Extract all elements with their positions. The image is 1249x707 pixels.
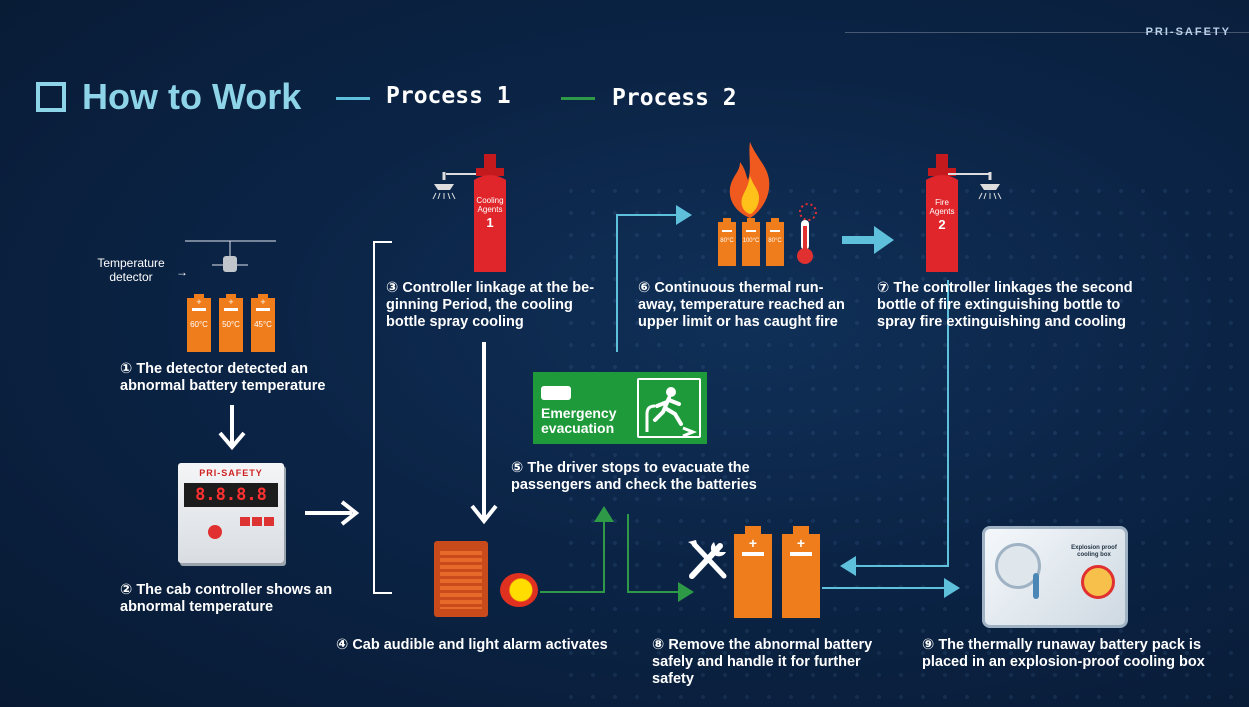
battery-icon: +	[734, 526, 772, 618]
controller-button	[252, 517, 262, 526]
battery-icon: +	[782, 526, 820, 618]
arrow-step6-to-step7	[842, 226, 894, 254]
battery-icon: +	[187, 294, 211, 352]
cooling-agent-bottle-icon	[446, 154, 506, 272]
svg-text:+: +	[228, 297, 233, 307]
battery-icon: +	[251, 294, 275, 352]
sprinkler-icon	[432, 172, 456, 200]
controller-button	[240, 517, 250, 526]
no-fire-icon	[1081, 565, 1115, 599]
page-title: How to Work	[82, 76, 302, 117]
detector-battery-group: + + + 60°C 50°C 45°C	[187, 294, 277, 357]
legend-line-process-2	[561, 97, 595, 100]
legend-label-process-2: Process 2	[612, 85, 737, 111]
legend-line-process-1	[336, 97, 370, 100]
battery-icon: +	[219, 294, 243, 352]
battery-icon	[766, 218, 784, 266]
sprinkler-icon	[978, 172, 1002, 200]
arrow-step1-to-step2	[218, 405, 246, 451]
controller-button	[264, 517, 274, 526]
tools-icon	[688, 540, 727, 579]
fire-agent-bottle-icon	[926, 154, 990, 272]
top-divider-line	[845, 32, 1249, 33]
arrow-step3-to-step4	[470, 342, 498, 525]
box-handle-icon	[1033, 573, 1039, 599]
explosion-proof-cooling-box: Explosion proof cooling box	[982, 526, 1128, 628]
process-1-line-to-step8	[840, 280, 949, 576]
controller-red-button	[208, 525, 222, 539]
step-6-caption: ⑥ Continuous thermal run- away, temperat…	[638, 280, 845, 330]
svg-text:+: +	[749, 535, 757, 551]
temperature-detector-label: Temperature detector	[97, 256, 165, 284]
temperature-detector-icon	[185, 240, 276, 272]
bracket-process-1	[373, 241, 392, 594]
process-2-line-to-step8	[627, 514, 694, 602]
removed-battery-icons: + +	[734, 526, 820, 618]
arrow-right-small-icon: →	[176, 265, 188, 279]
cooling-box-label: Explosion proof cooling box	[1071, 545, 1117, 558]
cab-controller-device: PRI-SAFETY 8.8.8.8	[178, 463, 284, 563]
process-2-line-to-step5	[540, 506, 614, 593]
fire-battery-group: 80°C 100°C 80°C	[718, 218, 786, 271]
thermometer-icon	[797, 203, 817, 264]
step-9-caption: ⑨ The thermally runaway battery pack is …	[922, 637, 1205, 670]
title-square-icon	[36, 82, 66, 112]
process-1-line-to-step6	[616, 205, 692, 352]
step-3-caption: ③ Controller linkage at the be- ginning …	[386, 280, 595, 330]
legend-label-process-1: Process 1	[386, 83, 511, 109]
step-2-caption: ② The cab controller shows an abnormal t…	[120, 582, 333, 615]
svg-text:+: +	[797, 535, 805, 551]
step-5-caption: ⑤ The driver stops to evacuate the passe…	[511, 460, 757, 493]
arrow-step2-to-bracket	[305, 500, 360, 526]
svg-text:+: +	[260, 297, 265, 307]
brand-logo: PRI-SAFETY	[1145, 26, 1231, 38]
alarm-light-icon	[500, 573, 538, 607]
step-1-caption: ① The detector detected an abnormal batt…	[120, 361, 326, 394]
svg-text:+: +	[196, 297, 201, 307]
step-4-caption: ④ Cab audible and light alarm activates	[336, 637, 608, 653]
audible-alarm-icon	[434, 541, 488, 617]
bus-icon	[541, 386, 571, 400]
step-7-caption: ⑦ The controller linkages the second bot…	[877, 280, 1133, 330]
controller-display: 8.8.8.8	[184, 483, 278, 507]
battery-icon	[742, 218, 760, 266]
step-8-caption: ⑧ Remove the abnormal battery safely and…	[652, 637, 873, 687]
running-man-icon	[637, 378, 701, 438]
fire-icon	[729, 142, 770, 218]
battery-icons: + + +	[187, 294, 275, 352]
battery-icon	[718, 218, 736, 266]
